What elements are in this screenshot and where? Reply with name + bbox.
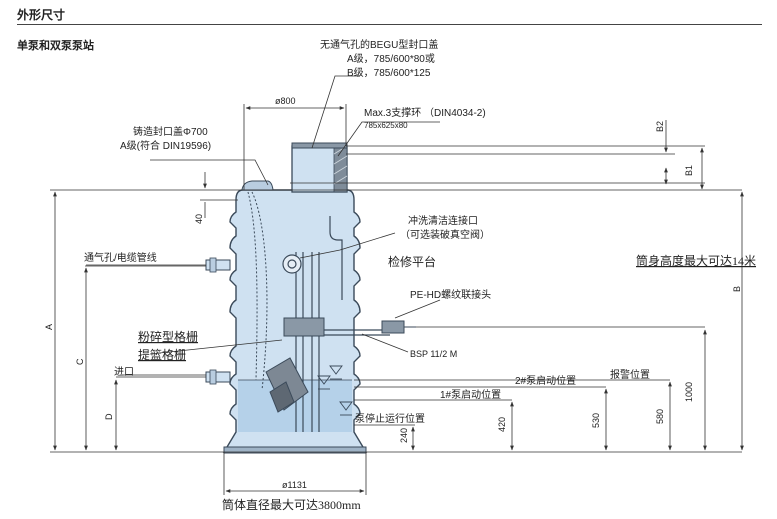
pe-hd-label: PE-HD螺纹联接头 <box>410 288 491 301</box>
vent-port <box>205 257 231 273</box>
ring-size-label: 785x625x80 <box>364 121 408 130</box>
dim-b-label: B <box>732 286 742 292</box>
grinder-label: 粉碎型格栅 <box>138 329 198 344</box>
cover-class-b-label: B级，785/600*125 <box>347 67 431 79</box>
dim-c-label: C <box>75 358 85 365</box>
leader-lines <box>85 75 441 376</box>
diameter-max-label: 筒体直径最大可达3800mm <box>222 497 361 512</box>
level-symbols <box>317 365 353 416</box>
inlet-label: 进口 <box>114 366 134 378</box>
alarm-label: 报警位置 <box>610 368 650 381</box>
annotations: 无通气孔的BEGU型封口盖 A级，785/600*80或 B级，785/600*… <box>44 38 756 512</box>
flush-port-label: 冲洗清洁连接口 <box>408 214 478 227</box>
platform-label: 检修平台 <box>388 254 436 269</box>
guide-rails <box>282 216 390 432</box>
dim-1131-label: ø1131 <box>282 480 307 490</box>
dim-b2-label: B2 <box>655 121 665 132</box>
basket-label: 提篮格栅 <box>138 347 186 362</box>
dim-b1-label: B1 <box>684 165 694 176</box>
dim-40-label: 40 <box>194 214 204 224</box>
inlet-port <box>205 369 231 385</box>
dim-d-label: D <box>104 413 114 420</box>
vent-label: 通气孔/电缆管线 <box>84 251 157 264</box>
dim-530-label: 530 <box>591 413 601 428</box>
shaft-height-label: 筒身高度最大可达14米 <box>636 253 756 268</box>
dim-420-label: 420 <box>497 417 507 432</box>
dimension-lines <box>50 104 744 495</box>
cast-cover-label: 铸造封口盖Φ700 <box>133 125 208 138</box>
pe-hd-connector <box>381 320 416 334</box>
dim-240-label: 240 <box>399 428 409 443</box>
lifting-chain <box>247 191 268 391</box>
page-title: 外形尺寸 <box>17 8 66 22</box>
dim-1000-label: 1000 <box>684 382 694 402</box>
pump1-start-label: 1#泵启动位置 <box>440 388 501 401</box>
cover-name-label: 无通气孔的BEGU型封口盖 <box>320 38 438 51</box>
pump2-start-label: 2#泵启动位置 <box>515 374 576 387</box>
header-rule <box>17 24 762 25</box>
flush-port-note-label: （可选装破真空阀） <box>400 228 490 241</box>
support-ring-label: Max.3支撑环 （DIN4034-2) <box>364 106 486 119</box>
page-subtitle: 单泵和双泵泵站 <box>17 40 94 52</box>
dim-580-label: 580 <box>655 409 665 424</box>
pump-stop-label: 泵停止运行位置 <box>355 412 425 425</box>
cast-cover-class-label: A级(符合 DIN19596) <box>120 139 211 152</box>
dim-a-label: A <box>44 324 54 330</box>
dim-800-label: ø800 <box>275 96 296 106</box>
tank-body <box>222 142 368 454</box>
bsp-label: BSP 11/2 M <box>410 349 457 359</box>
cover-class-a-label: A级，785/600*80或 <box>347 53 435 65</box>
pump-unit <box>265 317 325 413</box>
